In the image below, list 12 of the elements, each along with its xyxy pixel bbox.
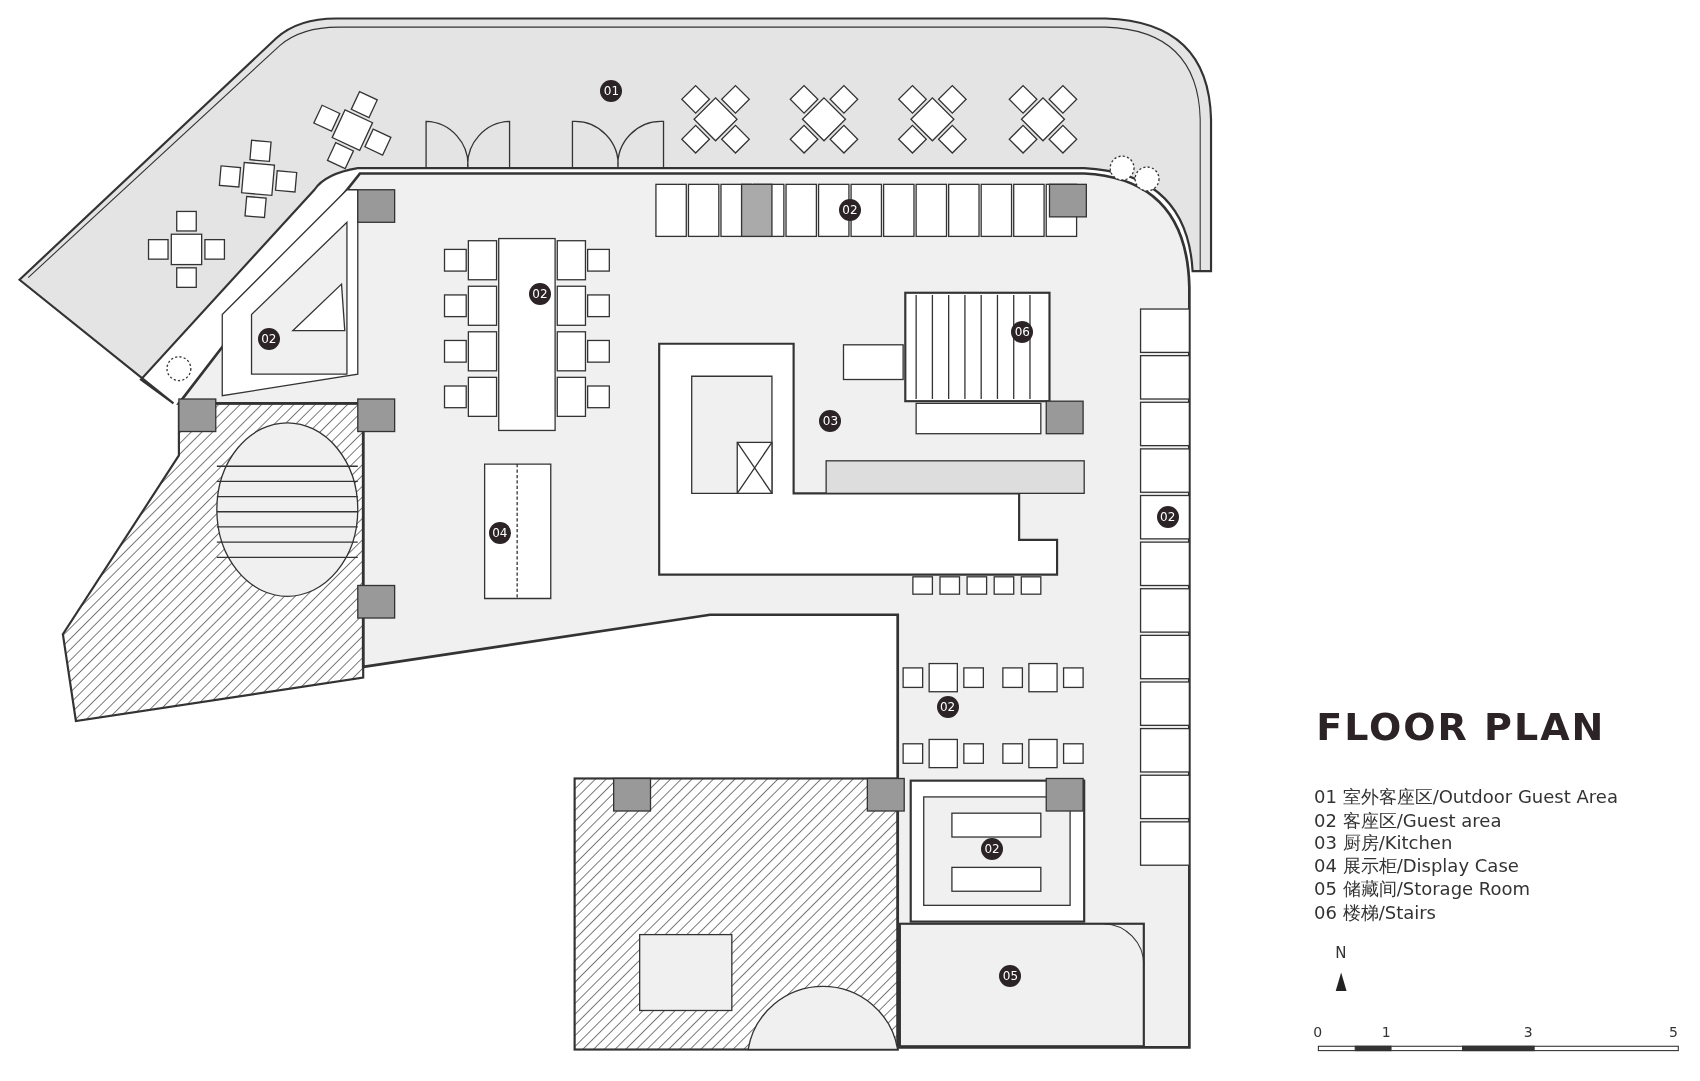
legend-text: 04 展示柜/Display Case — [1314, 854, 1519, 879]
legend-text: 06 楼梯/Stairs — [1314, 900, 1436, 925]
scale-label: 3 — [1523, 1023, 1533, 1040]
scale-label: 5 — [1668, 1023, 1678, 1040]
legend-text: 02 客座区/Guest area — [1314, 808, 1502, 833]
legend-text: 03 厨房/Kitchen — [1314, 831, 1453, 856]
legend-text: 05 储藏间/Storage Room — [1314, 877, 1531, 901]
legend-text: 01 室外客座区/Outdoor Guest Area — [1314, 784, 1618, 809]
north-label: N — [1335, 944, 1347, 963]
scale-label: 1 — [1381, 1023, 1391, 1040]
scale-label: 0 — [1313, 1023, 1323, 1040]
title: FLOOR PLAN — [1316, 704, 1606, 749]
